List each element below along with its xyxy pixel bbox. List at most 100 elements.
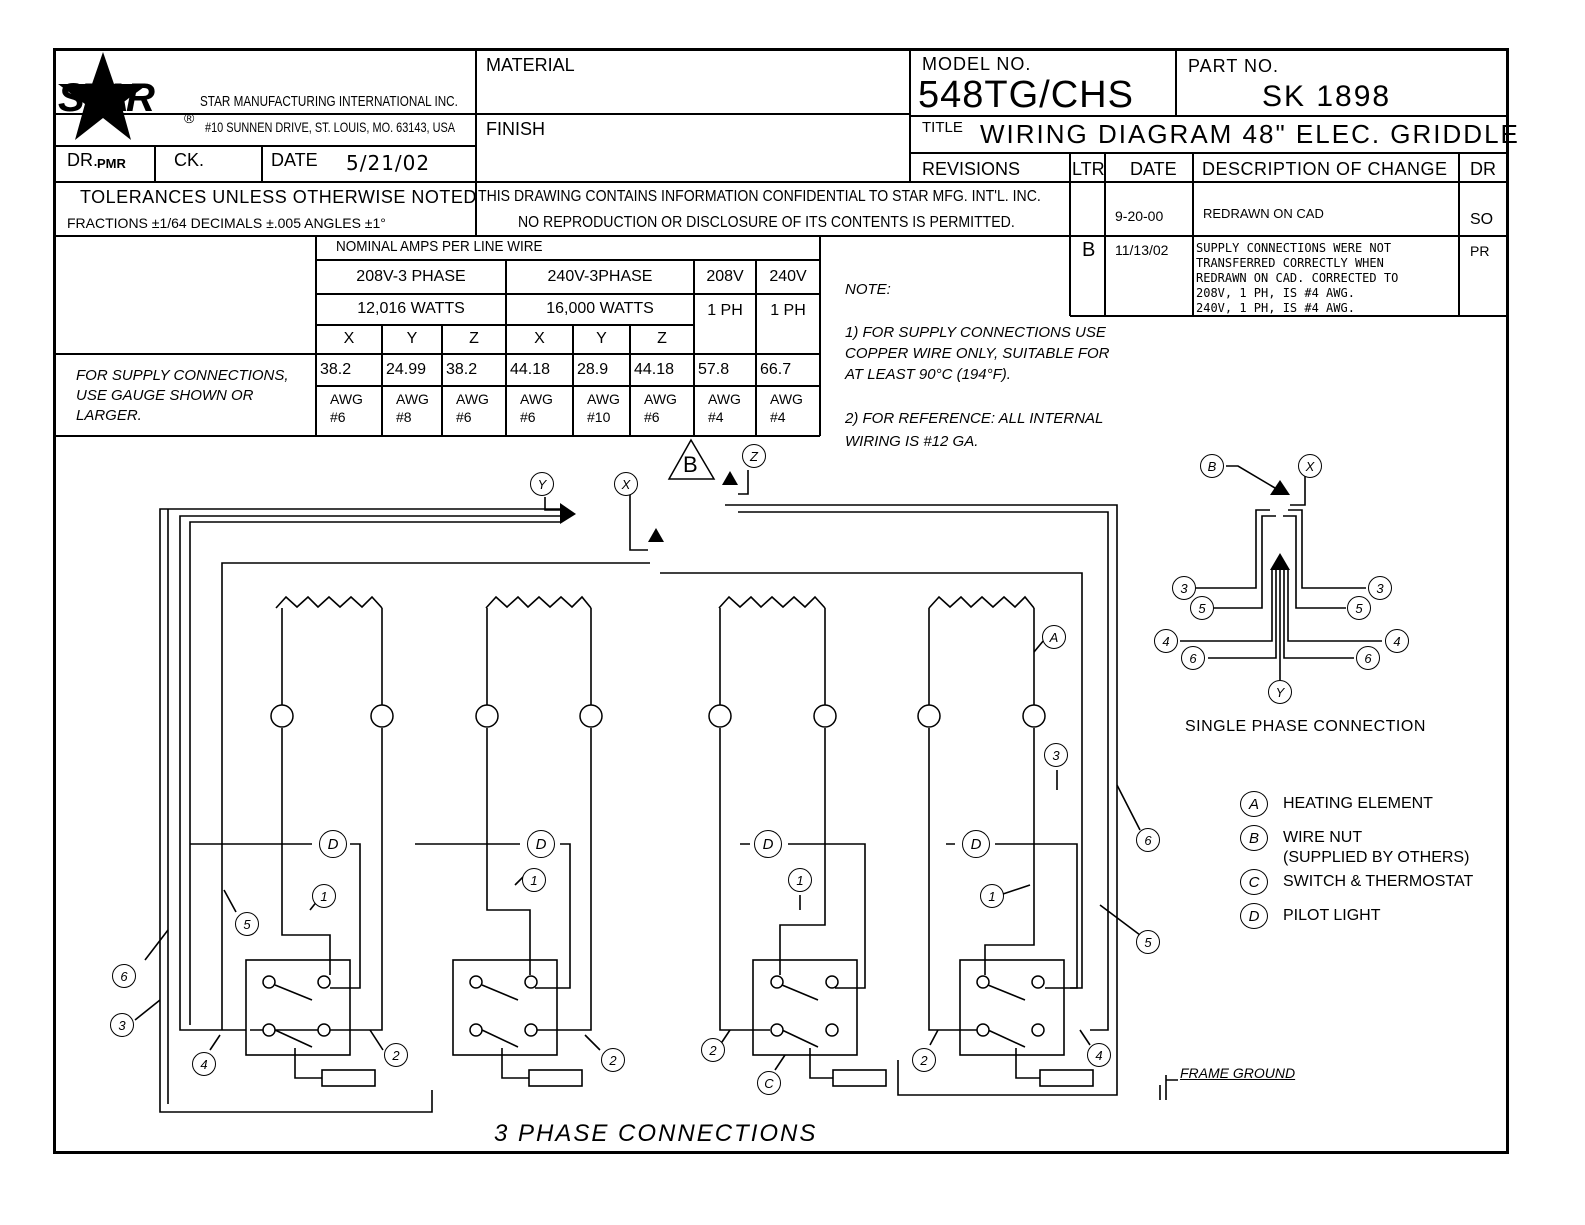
note-1: 1) FOR SUPPLY CONNECTIONS USE COPPER WIR… [845, 324, 1110, 383]
gauge-value: AWG #4 [770, 390, 803, 426]
group-208v-3ph-watts: 12,016 WATTS [357, 300, 465, 317]
legend-key-b: B [1240, 825, 1268, 851]
pilot-d-bubble: D [754, 830, 782, 858]
gauge-size: #8 [396, 409, 412, 425]
revision-row-2-dr: PR [1470, 243, 1490, 259]
confidential-line-1: THIS DRAWING CONTAINS INFORMATION CONFID… [478, 188, 1041, 205]
confidential-line-2: NO REPRODUCTION OR DISCLOSURE OF ITS CON… [518, 214, 1015, 231]
note-2: 2) FOR REFERENCE: ALL INTERNAL WIRING IS… [845, 410, 1104, 450]
gauge-value: AWG#4 [708, 390, 741, 426]
gauge-size: #4 [770, 409, 786, 425]
wire-2-bubble: 2 [701, 1038, 725, 1062]
supply-z-bubble: Z [742, 444, 766, 468]
legend-text-line: WIRE NUT [1283, 829, 1363, 846]
wire-1-bubble: 1 [980, 884, 1004, 908]
revision-date-header: DATE [1130, 159, 1177, 179]
legend-key-c: C [1240, 869, 1268, 895]
gauge-size: #6 [644, 409, 660, 425]
group-240v-1ph-voltage: 240V [769, 268, 807, 285]
wire-nut-arrows [560, 471, 1290, 570]
model-value: 548TG/CHS [918, 74, 1134, 116]
wire-2-bubble: 2 [384, 1043, 408, 1067]
wire-5-bubble: 5 [235, 912, 259, 936]
amps-value: 57.8 [698, 361, 730, 378]
tolerances-heading: TOLERANCES UNLESS OTHERWISE NOTED [80, 187, 477, 207]
revision-row-1-description: REDRAWN ON CAD [1203, 206, 1324, 221]
part-value: SK 1898 [1262, 80, 1392, 113]
gauge-prefix: AWG [520, 391, 553, 407]
line-label: Z [469, 330, 479, 347]
gauge-prefix: AWG [587, 391, 620, 407]
wire-4-bubble: 4 [192, 1052, 216, 1076]
revision-dr-header: DR [1470, 159, 1496, 179]
drawn-by-value: PMR [97, 156, 126, 171]
wire-2-bubble: 2 [601, 1048, 625, 1072]
revision-flag-letter: B [683, 452, 698, 477]
drawing-border [53, 48, 1509, 1154]
revisions-header: REVISIONS [922, 159, 1021, 179]
gauge-value: AWG #6 [644, 390, 677, 426]
gauge-prefix: AWG [456, 391, 489, 407]
title-block-grid [53, 48, 1509, 437]
legend-text: SWITCH & THERMOSTAT [1283, 872, 1473, 892]
gauge-size: #6 [456, 409, 472, 425]
wire-4-bubble: 4 [1087, 1043, 1111, 1067]
gauge-prefix: AWG [330, 391, 363, 407]
company-name: STAR MANUFACTURING INTERNATIONAL INC. [200, 93, 458, 110]
revision-flag-triangle [667, 438, 716, 480]
line-label: X [534, 330, 545, 347]
revision-row-1-date: 9-20-00 [1115, 208, 1164, 224]
single-phase-right-3-bubble: 3 [1368, 576, 1392, 600]
amps-value: 28.9 [577, 361, 609, 378]
checked-label: CK. [174, 150, 205, 170]
single-phase-y-bubble: Y [1268, 680, 1292, 704]
gauge-prefix: AWG [770, 391, 803, 407]
legend-text-line: PILOT LIGHT [1283, 907, 1381, 924]
group-240v-3ph-watts: 16,000 WATTS [546, 300, 654, 317]
arrow-y [560, 503, 576, 524]
single-phase-left-4-bubble: 4 [1154, 629, 1178, 653]
company-address: #10 SUNNEN DRIVE, ST. LOUIS, MO. 63143, … [205, 119, 456, 135]
legend-text: HEATING ELEMENT [1283, 794, 1433, 814]
drawn-by-label: DR. [67, 150, 98, 170]
group-208v-3ph-voltage: 208V-3 PHASE [356, 268, 466, 285]
gauge-value: AWG #8 [396, 390, 429, 426]
legend-text-line: HEATING ELEMENT [1283, 795, 1433, 812]
single-phase-right-4-bubble: 4 [1385, 629, 1409, 653]
legend-text: WIRE NUT(SUPPLIED BY OTHERS) [1283, 828, 1469, 868]
legend-key-d: D [1240, 903, 1268, 929]
group-240v-3ph-voltage: 240V-3PHASE [547, 268, 653, 285]
registered-mark: ® [184, 110, 195, 126]
single-phase-left-5-bubble: 5 [1190, 596, 1214, 620]
gauge-prefix: AWG [396, 391, 429, 407]
model-label: MODEL NO. [922, 54, 1032, 74]
single-phase-title: SINGLE PHASE CONNECTION [1185, 718, 1426, 735]
single-phase-right-6-bubble: 6 [1356, 646, 1380, 670]
wire-3-bubble: 3 [110, 1013, 134, 1037]
legend-text-line: SWITCH & THERMOSTAT [1283, 873, 1474, 890]
star-icon [58, 52, 148, 140]
line-label: X [343, 330, 355, 347]
notes-heading: NOTE: [845, 281, 891, 298]
revision-row-2-description: SUPPLY CONNECTIONS WERE NOT TRANSFERRED … [1196, 241, 1399, 315]
gauge-value: AWG#6 [330, 390, 363, 426]
gauge-prefix: AWG [644, 391, 677, 407]
gauge-size: #10 [587, 409, 611, 425]
finish-label: FINISH [486, 119, 546, 139]
gauge-size: #4 [708, 409, 724, 425]
group-208v-1ph-voltage: 208V [706, 268, 744, 285]
wire-1-bubble: 1 [312, 884, 336, 908]
wire-2-bubble: 2 [912, 1048, 936, 1072]
pilot-d-bubble: D [962, 830, 990, 858]
group-208v-1ph-phase: 1 PH [707, 302, 743, 319]
amps-value: 38.2 [320, 361, 352, 378]
single-phase-left-3-bubble: 3 [1172, 576, 1196, 600]
three-phase-wiring [134, 465, 1382, 1113]
wire-3-bubble: 3 [1044, 743, 1068, 767]
wire-6-bubble: 6 [1136, 828, 1160, 852]
arrow-single-bottom [1270, 553, 1290, 570]
material-label: MATERIAL [486, 55, 575, 75]
group-240v-1ph-phase: 1 PH [770, 302, 806, 319]
pilot-d-bubble: D [319, 830, 347, 858]
line-label: Z [657, 330, 667, 347]
